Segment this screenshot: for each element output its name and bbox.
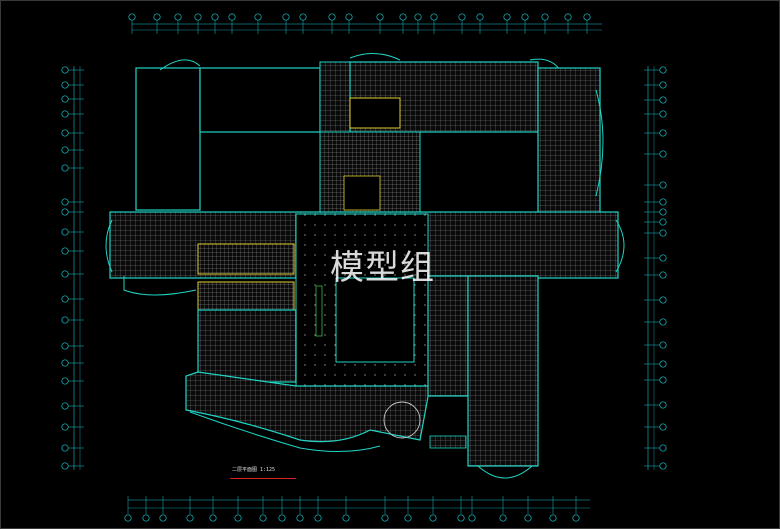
watermark-text: 模型组 bbox=[330, 248, 435, 288]
east-wing bbox=[537, 67, 601, 219]
east-curve bbox=[595, 89, 604, 197]
north-stair-block bbox=[319, 61, 351, 133]
axis-bubble-bottom bbox=[572, 514, 580, 522]
north-curve bbox=[349, 53, 401, 61]
south-east-wing bbox=[467, 275, 539, 467]
axis-bubble-bottom bbox=[524, 514, 532, 522]
axis-grid bbox=[61, 13, 667, 522]
axis-bubble-bottom bbox=[234, 514, 242, 522]
east-apse bbox=[615, 219, 625, 273]
axis-bubble-bottom bbox=[209, 514, 217, 522]
axis-bubble-bottom bbox=[457, 514, 465, 522]
west-entrance bbox=[123, 276, 197, 296]
axis-bubble-bottom bbox=[124, 514, 132, 522]
west-wing-block bbox=[135, 67, 201, 211]
axis-bubble-bottom bbox=[159, 514, 167, 522]
yellow-room bbox=[349, 97, 401, 129]
axis-bubble-bottom bbox=[404, 514, 412, 522]
axis-bubble-bottom bbox=[381, 514, 389, 522]
round-room bbox=[383, 401, 421, 439]
axis-bubble-bottom bbox=[142, 514, 150, 522]
south-west-block bbox=[197, 309, 297, 383]
atrium-ramp bbox=[315, 285, 323, 337]
meeting-rooms-north bbox=[197, 243, 295, 275]
axis-bubble-bottom bbox=[499, 514, 507, 522]
west-apse bbox=[105, 219, 113, 273]
axis-bubble-bottom bbox=[549, 514, 557, 522]
axis-bubble-bottom bbox=[314, 514, 322, 522]
drawing-caption: 二层平面图 1:125 bbox=[232, 467, 276, 473]
caption-underline bbox=[230, 478, 296, 479]
axis-bubble-bottom bbox=[296, 514, 304, 522]
south-east-curve bbox=[477, 465, 533, 479]
axis-bubble-bottom bbox=[278, 514, 286, 522]
south-wavy-edge bbox=[189, 411, 381, 453]
axis-bubble-bottom bbox=[468, 514, 476, 522]
south-annex bbox=[429, 435, 467, 449]
courtyard-void bbox=[335, 277, 415, 363]
nw-curve bbox=[159, 59, 201, 71]
axis-bubble-bottom bbox=[342, 514, 350, 522]
axis-bubble-bottom bbox=[186, 514, 194, 522]
axis-bubble-bottom bbox=[429, 514, 437, 522]
south-wavy-block bbox=[185, 371, 431, 443]
core-stair bbox=[343, 175, 381, 211]
axis-bubble-bottom bbox=[259, 514, 267, 522]
building-outline bbox=[105, 53, 625, 479]
